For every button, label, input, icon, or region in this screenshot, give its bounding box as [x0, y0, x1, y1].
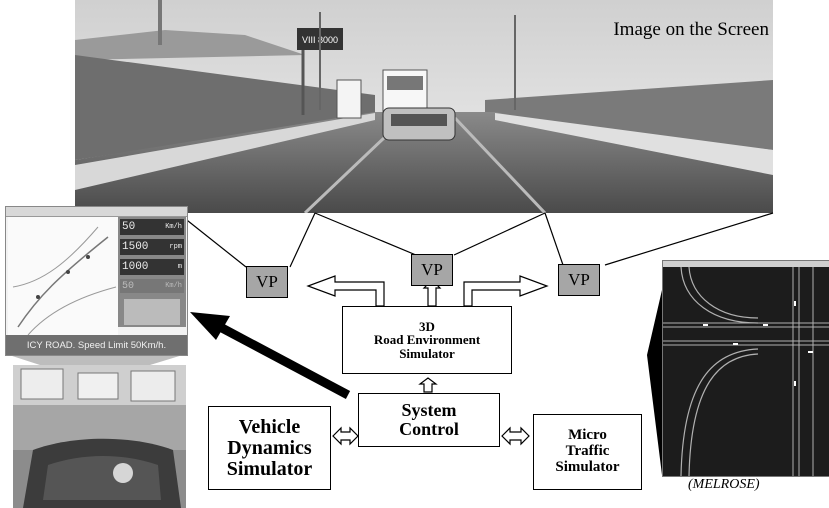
screen-to-vp-center-line-2 [453, 212, 546, 256]
micro-traffic-line1: Micro [568, 427, 607, 444]
readout-speed: 50 Km/h [120, 219, 184, 235]
arrow-control-to-road-env [418, 377, 438, 393]
dashboard-screenshot: 50 Km/h 1500 rpm 1000 m 50 Km/h ICY ROAD… [5, 206, 188, 356]
vp-right-label: VP [568, 270, 590, 289]
readout-rpm: 1500 rpm [120, 239, 184, 255]
road-env-line1: 3D [419, 318, 435, 334]
vp-center-box: VP [411, 254, 453, 286]
dashboard-status-text: ICY ROAD. Speed Limit 50Km/h. [26, 339, 167, 351]
micro-traffic-line3: Simulator [555, 458, 620, 475]
vehicle-dynamics-line3: Simulator [226, 457, 313, 480]
screen-to-vp-right-line-2 [604, 212, 774, 266]
melrose-callout [647, 290, 662, 475]
vp-right-box: VP [558, 264, 600, 296]
screen-to-vp-left-line-2 [289, 212, 316, 268]
readout-speed-value: 50 [122, 221, 136, 233]
system-control-line1: System [401, 400, 457, 421]
readout-limit-value: 50 [122, 280, 135, 292]
readout-limit: 50 Km/h [120, 279, 184, 293]
vehicle-dynamics-simulator-box: Vehicle Dynamics Simulator [208, 406, 331, 490]
gauge-bars [124, 299, 180, 325]
readout-speed-unit: Km/h [165, 223, 182, 231]
road-screen-image: VIII 8000 Image on the Screen [75, 0, 773, 213]
screen-to-vp-right-line [544, 212, 564, 266]
readout-distance-unit: m [177, 263, 182, 271]
dashboard-menubar [6, 207, 187, 217]
arrow-to-vp-right [463, 275, 549, 307]
vp-left-box: VP [246, 266, 288, 298]
dashboard-status-bar: ICY ROAD. Speed Limit 50Km/h. [6, 335, 187, 355]
vp-left-label: VP [256, 272, 278, 291]
road-environment-simulator-box: 3D Road Environment Simulator [342, 306, 512, 374]
arrow-control-traffic [501, 426, 530, 446]
readout-rpm-value: 1500 [122, 241, 149, 253]
readout-distance-value: 1000 [122, 261, 149, 273]
micro-traffic-simulator-box: Micro Traffic Simulator [533, 414, 642, 490]
melrose-caption: (MELROSE) [688, 477, 760, 492]
arrow-to-vp-left [306, 275, 385, 307]
road-env-line2: Road Environment [373, 332, 481, 348]
dashboard-to-photo-wedge [6, 354, 186, 365]
road-env-line3: Simulator [399, 345, 455, 361]
system-control-line2: Control [399, 419, 459, 439]
screen-to-vp-center-line [314, 212, 417, 256]
system-control-box: System Control [358, 393, 500, 447]
readout-rpm-unit: rpm [169, 243, 182, 251]
driving-simulator-photo [13, 365, 186, 508]
screen-to-vp-left-line [177, 212, 247, 268]
dashboard-map [8, 217, 118, 335]
readout-distance: 1000 m [120, 259, 184, 275]
arrow-to-dashboard-head [190, 312, 230, 340]
vp-center-label: VP [421, 260, 443, 279]
arrow-to-dashboard-shaft [219, 324, 351, 399]
readout-limit-unit: Km/h [165, 282, 182, 290]
dashboard-readout-panel: 50 Km/h 1500 rpm 1000 m 50 Km/h [118, 217, 186, 327]
vehicle-dynamics-line1: Vehicle [238, 415, 301, 438]
arrow-vehicle-control [332, 426, 359, 446]
micro-traffic-line2: Traffic [565, 443, 610, 460]
vehicle-dynamics-line2: Dynamics [227, 436, 312, 459]
screen-caption: Image on the Screen [613, 19, 769, 40]
melrose-traffic-view [662, 260, 829, 477]
